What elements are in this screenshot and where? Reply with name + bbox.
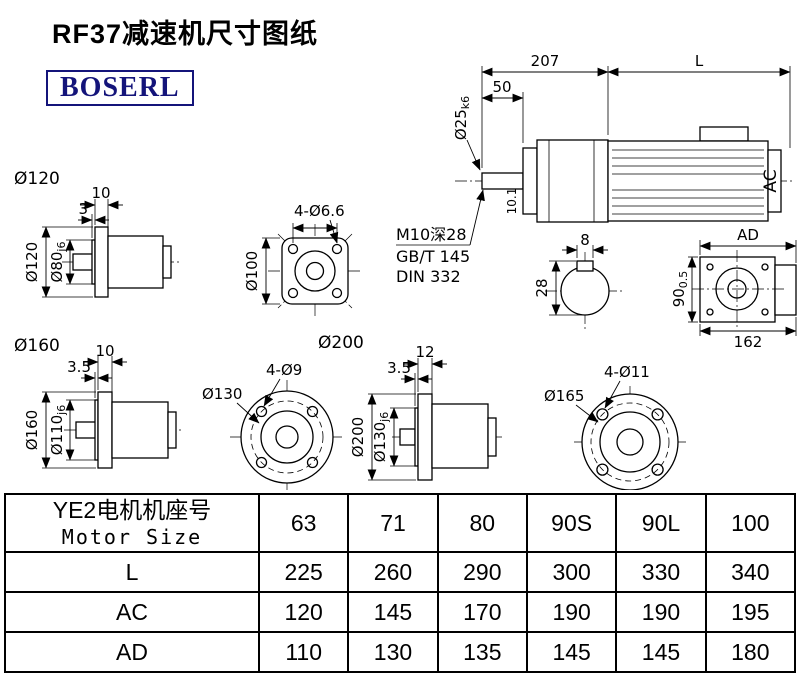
motor-size-90L: 90L: [615, 493, 707, 553]
dim-3-5-label: 3.5: [67, 358, 91, 376]
main-assembly-view: 207 L 50 Ø25k6 10.1 AC M10深28 GB/T 145 D…: [396, 52, 795, 286]
boserl-logo: BOSERL: [46, 70, 194, 106]
gearbox-200-title: Ø200: [318, 333, 364, 353]
dim-162-label: 162: [734, 333, 763, 351]
table-cell: 190: [615, 591, 707, 633]
motor-size-71: 71: [347, 493, 439, 553]
flange-o160-view: Ø160 10 3.5 Ø160 Ø110j6: [14, 336, 184, 469]
flange-120-pilot-label: Ø80j6: [48, 242, 68, 283]
dim-90-label: 900.5: [670, 271, 690, 308]
motor-size-header-cell: YE2电机机座号 Motor Size: [4, 493, 260, 553]
dim-10-label: 10: [95, 342, 114, 360]
flange-160-dia-label: Ø160: [23, 410, 41, 450]
row-label-AD: AD: [4, 631, 260, 673]
motor-size-80: 80: [436, 493, 528, 553]
flange-o130-view: Ø130 4-Ø9: [202, 361, 344, 490]
table-row-AC: AC 120 145 170 190 190 195: [4, 591, 797, 633]
motor-size-header-cn: YE2电机机座号: [52, 497, 212, 524]
motor-end-view: AD 900.5 162: [670, 226, 797, 351]
table-cell: 110: [257, 631, 350, 673]
motor-size-63: 63: [257, 493, 350, 553]
gearbox-200-pilot-label: Ø130j6: [371, 412, 391, 463]
table-row-AD: AD 110 130 135 145 145 180: [4, 631, 797, 673]
row-label-L: L: [4, 551, 260, 593]
table-cell: 145: [525, 631, 618, 673]
terminal-box: [699, 126, 749, 142]
dim-3-5-label: 3.5: [387, 359, 411, 377]
flange-130-dia-label: Ø130: [202, 385, 242, 403]
dim-12-label: 12: [415, 343, 434, 361]
dim-8-label: 8: [580, 231, 590, 249]
dim-10-1-label: 10.1: [505, 188, 519, 215]
tapped-hole-note: M10深28: [396, 225, 467, 244]
gearbox-o200-view: Ø200 12 3.5 Ø200 Ø130j6: [318, 333, 502, 481]
table-row-L: L 225 260 290 300 330 340: [4, 551, 797, 593]
flange-160-title: Ø160: [14, 336, 60, 356]
motor-size-90S: 90S: [525, 493, 618, 553]
table-cell: 135: [436, 631, 528, 673]
table-cell: 120: [257, 591, 350, 633]
dim-10-label: 10: [91, 184, 110, 202]
flange-165-holes-label: 4-Ø11: [604, 363, 650, 381]
shaft-section-circle: [560, 266, 610, 316]
gearbox-body: [536, 139, 609, 223]
dimension-table: YE2电机机座号 Motor Size 63 71 80 90S 90L 100…: [4, 493, 797, 673]
dim-28-label: 28: [533, 278, 551, 297]
dim-L-label: L: [695, 52, 704, 70]
table-cell: 300: [525, 551, 618, 593]
flange-165-dia-label: Ø165: [544, 387, 584, 405]
terminal-box-side: [774, 264, 797, 316]
flange-130-holes-label: 4-Ø9: [266, 361, 302, 379]
input-shaft: [481, 172, 524, 190]
boserl-logo-text: BOSERL: [60, 72, 180, 103]
dim-AD-label: AD: [737, 226, 759, 244]
dim-3-label: 3: [78, 200, 88, 218]
motor-size-100: 100: [704, 493, 797, 553]
gearbox-200-dia-label: Ø200: [349, 417, 367, 457]
keyway: [576, 260, 594, 272]
table-cell: 340: [704, 551, 797, 593]
table-cell: 170: [436, 591, 528, 633]
table-cell: 190: [525, 591, 618, 633]
motor-size-header-en: Motor Size: [61, 524, 203, 549]
page-title: RF37减速机尺寸图纸: [52, 19, 319, 49]
table-header-row: YE2电机机座号 Motor Size 63 71 80 90S 90L 100: [4, 493, 797, 553]
dim-AC-label: AC: [761, 169, 781, 192]
flange-o165-view: Ø165 4-Ø11: [544, 363, 686, 490]
dim-50-label: 50: [492, 78, 511, 96]
shaft-keyway-section-view: 8 28: [533, 231, 625, 331]
table-cell: 195: [704, 591, 797, 633]
table-cell: 130: [347, 631, 439, 673]
row-label-AC: AC: [4, 591, 260, 633]
flange-o120-view: Ø120 10 3 Ø120 Ø80j6: [14, 169, 180, 298]
flange-100-dia-label: Ø100: [243, 251, 261, 291]
table-cell: 225: [257, 551, 350, 593]
motor-body: [607, 140, 769, 222]
gb-standard-note: GB/T 145: [396, 247, 470, 266]
flange-o100-view: 4-Ø6.6 Ø100: [243, 202, 362, 318]
table-cell: 290: [436, 551, 528, 593]
flange-120-dia-label: Ø120: [23, 242, 41, 282]
technical-drawing: 207 L 50 Ø25k6 10.1 AC M10深28 GB/T 145 D…: [14, 52, 797, 490]
flange-120-title: Ø120: [14, 169, 60, 189]
shaft-diameter-label: Ø25k6: [452, 96, 472, 140]
table-cell: 145: [615, 631, 707, 673]
flange-160-pilot-label: Ø110j6: [48, 405, 68, 456]
table-cell: 260: [347, 551, 439, 593]
table-cell: 180: [704, 631, 797, 673]
dim-207-label: 207: [531, 52, 560, 70]
table-cell: 145: [347, 591, 439, 633]
flange-100-holes-label: 4-Ø6.6: [294, 202, 345, 220]
din-standard-note: DIN 332: [396, 267, 461, 286]
table-cell: 330: [615, 551, 707, 593]
